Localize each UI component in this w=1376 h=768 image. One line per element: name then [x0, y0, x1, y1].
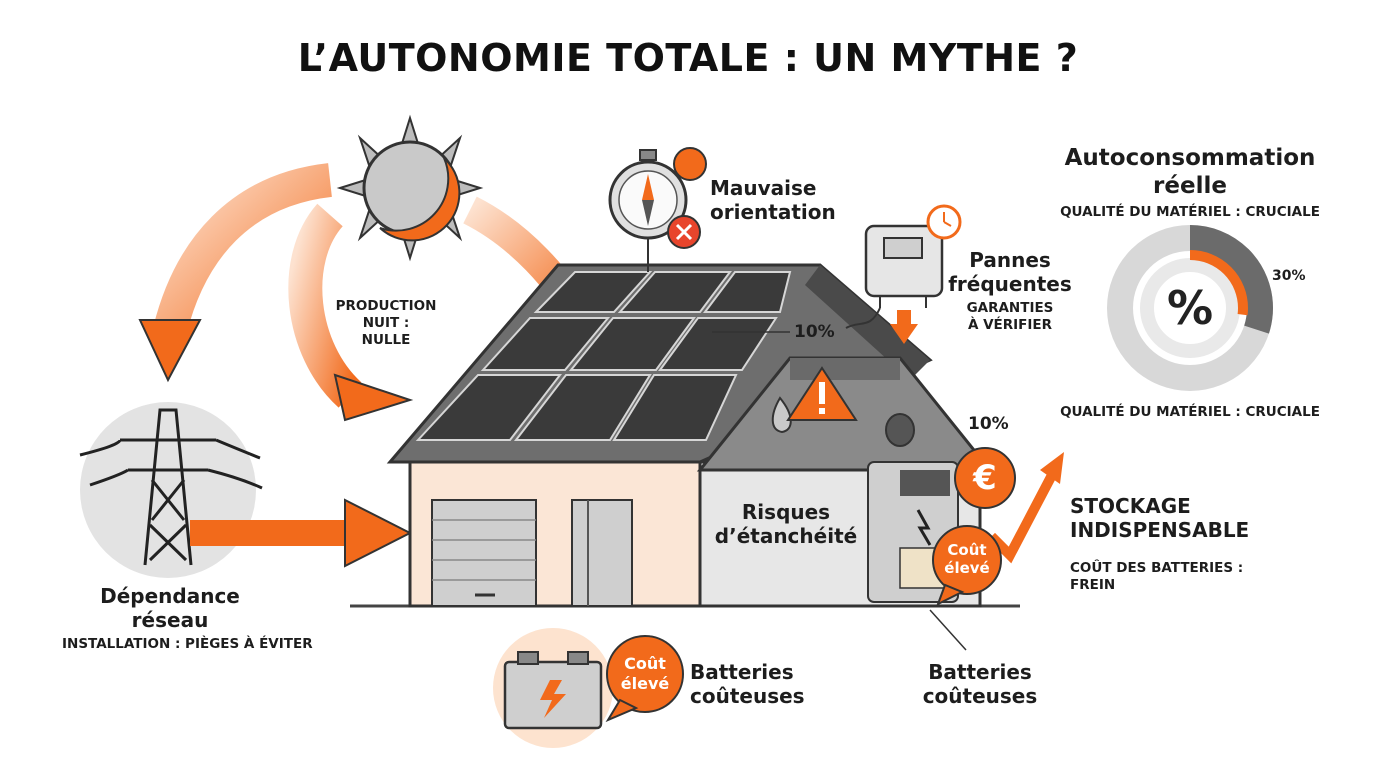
- cost-bubble-bottom: [605, 635, 684, 723]
- storage-sub: COÛT DES BATTERIES : FREIN: [1070, 560, 1290, 594]
- battery-bottom-line1: Batteries: [690, 660, 794, 684]
- battery-right-label: Batteries coûteuses: [900, 660, 1060, 708]
- autoconso-subtitle-top: QUALITÉ DU MATÉRIEL : CRUCIALE: [1060, 204, 1320, 220]
- inverter-label: Pannes fréquentes: [940, 248, 1080, 296]
- autoconso-donut: [1107, 225, 1273, 391]
- inverter-icon: [845, 224, 944, 329]
- inverter-sub2: À VÉRIFIER: [967, 317, 1053, 333]
- sun-icon: [336, 114, 484, 262]
- question-icon: [673, 147, 707, 181]
- clock-icon: [926, 204, 962, 240]
- autoconso-title-line1: Autoconsommation: [1064, 145, 1316, 171]
- battery-right-line1: Batteries: [928, 660, 1032, 684]
- orientation-label: Mauvaise orientation: [710, 176, 870, 224]
- waterproof-line2: d’étanchéité: [714, 524, 858, 548]
- autoconso-title-line2: réelle: [1153, 173, 1227, 199]
- inverter-sub1: GARANTIES: [966, 300, 1054, 316]
- storage-line2: INDISPENSABLE: [1070, 518, 1250, 542]
- autoconso-subtitle-bottom: QUALITÉ DU MATÉRIEL : CRUCIALE: [1060, 404, 1320, 420]
- percent-house: 10%: [968, 414, 1009, 434]
- battery-bottom-label: Batteries coûteuses: [690, 660, 850, 708]
- autoconso-value: 30%: [1272, 268, 1306, 284]
- cost-badge-right: Coût élevé: [935, 541, 999, 577]
- battery-bottom-line2: coûteuses: [690, 684, 805, 708]
- grid-title-line2: réseau: [131, 608, 209, 632]
- euro-icon: [954, 447, 1016, 509]
- sun-arrows: [138, 163, 612, 422]
- house: [386, 263, 994, 608]
- storage-label: STOCKAGE INDISPENSABLE: [1070, 494, 1290, 542]
- percent-roof: 10%: [794, 322, 835, 342]
- sun-label: PRODUCTION NUIT : NULLE: [316, 298, 456, 349]
- cost-badge-bottom-line1: Coût: [624, 654, 666, 673]
- grid-title: Dépendance réseau: [80, 584, 260, 632]
- storage-line1: STOCKAGE: [1070, 494, 1191, 518]
- inverter-line1: Pannes: [969, 248, 1051, 272]
- water-drop-icon: [771, 396, 792, 434]
- pylon-icon: [79, 402, 263, 578]
- cost-badge-bottom: Coût élevé: [608, 654, 682, 694]
- orientation-line2: orientation: [710, 200, 836, 224]
- grid-subtitle: INSTALLATION : PIÈGES À ÉVITER: [62, 636, 313, 652]
- down-arrow-icon: [890, 310, 918, 344]
- waterproof-line1: Risques: [741, 500, 831, 524]
- cost-badge-right-line1: Coût: [947, 541, 987, 559]
- inverter-sub: GARANTIES À VÉRIFIER: [940, 300, 1080, 334]
- autoconso-title: Autoconsommation réelle: [1040, 144, 1340, 200]
- sun-label-line2: NULLE: [361, 332, 411, 348]
- battery-right-line2: coûteuses: [922, 684, 1038, 708]
- solar-panels: [415, 271, 792, 441]
- percent-symbol: %: [1166, 281, 1214, 335]
- cross-icon: [667, 215, 701, 249]
- grid-title-line1: Dépendance: [100, 584, 240, 608]
- cost-badge-bottom-line2: élevé: [620, 674, 670, 693]
- euro-symbol: €: [973, 458, 997, 498]
- cost-badge-right-line2: élevé: [944, 559, 990, 577]
- storage-sub2: FREIN: [1070, 577, 1116, 593]
- orientation-line1: Mauvaise: [710, 176, 817, 200]
- page-title: L’AUTONOMIE TOTALE : UN MYTHE ?: [297, 36, 1079, 80]
- waterproof-label: Risques d’étanchéité: [706, 500, 866, 548]
- storage-sub1: COÛT DES BATTERIES :: [1070, 560, 1244, 576]
- grid-arrow: [190, 498, 413, 568]
- compass-icon: [608, 149, 688, 272]
- battery-bottom: [493, 628, 613, 748]
- sun-label-line1: PRODUCTION NUIT :: [335, 298, 437, 331]
- inverter-line2: fréquentes: [948, 272, 1072, 296]
- cost-bubble-right: [932, 525, 1002, 607]
